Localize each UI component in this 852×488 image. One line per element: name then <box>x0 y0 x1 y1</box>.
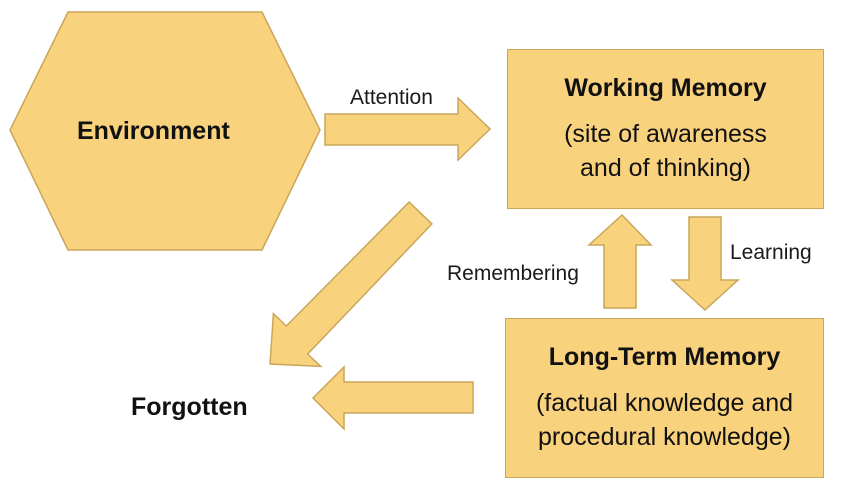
environment-label: Environment <box>77 117 230 145</box>
long-term-memory-description-line-2: procedural knowledge) <box>538 422 791 451</box>
forgotten-label: Forgotten <box>131 393 248 421</box>
long-term-memory-title: Long-Term Memory <box>548 342 781 371</box>
working-memory-box: Working Memory (site of awareness and of… <box>507 49 824 209</box>
long-term-memory-box: Long-Term Memory (factual knowledge and … <box>505 318 824 478</box>
working-memory-title: Working Memory <box>564 73 767 102</box>
ltm-forgotten-arrow <box>311 365 474 431</box>
attention-arrow <box>324 96 492 162</box>
environment-forgotten-arrow <box>269 201 433 368</box>
working-memory-description-line-1: (site of awareness <box>564 119 767 148</box>
long-term-memory-description-line-1: (factual knowledge and <box>535 388 794 417</box>
remembering-arrow <box>587 213 653 309</box>
remembering-label: Remembering <box>447 262 579 285</box>
working-memory-description-line-2: and of thinking) <box>580 153 751 182</box>
environment-hexagon <box>9 11 321 251</box>
learning-label: Learning <box>730 241 812 264</box>
attention-label: Attention <box>350 86 433 109</box>
learning-arrow <box>670 216 740 312</box>
